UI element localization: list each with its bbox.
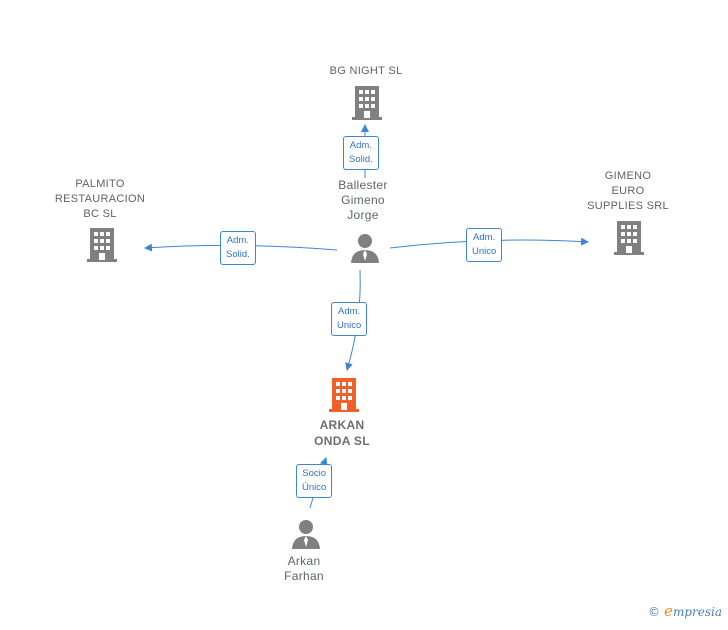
brand-name: mpresia <box>672 605 722 619</box>
building-icon[interactable] <box>352 86 382 120</box>
copyright-symbol: © <box>648 605 661 619</box>
node-label-bg-night: BG NIGHT SL <box>329 65 403 77</box>
person-icon[interactable] <box>350 233 380 263</box>
node-label-arkan-onda: ARKAN ONDA SL <box>314 418 370 448</box>
edge-label-to-bg-night[interactable]: Adm. Solid. <box>343 136 379 170</box>
building-icon[interactable] <box>614 221 644 255</box>
node-label-ballester: Ballester Gimeno Jorge <box>338 178 388 222</box>
empresia-logo[interactable]: ©empresia <box>648 602 722 620</box>
node-label-arkan-farhan: Arkan Farhan <box>284 554 324 583</box>
node-label-gimeno-euro: GIMENO EURO SUPPLIES SRL <box>587 170 669 212</box>
person-icon[interactable] <box>291 519 321 549</box>
building-icon[interactable] <box>329 378 359 412</box>
brand-initial: e <box>664 602 673 620</box>
edge-label-to-palmito[interactable]: Adm. Solid. <box>220 231 256 265</box>
building-icon[interactable] <box>87 228 117 262</box>
node-label-palmito: PALMITO RESTAURACION BC SL <box>54 178 146 220</box>
edge-label-to-gimeno[interactable]: Adm. Unico <box>466 228 503 262</box>
edge-label-to-arkan-onda[interactable]: Adm. Unico <box>331 302 368 336</box>
edge-label-farhan-to-arkan[interactable]: Socio Único <box>296 464 333 498</box>
